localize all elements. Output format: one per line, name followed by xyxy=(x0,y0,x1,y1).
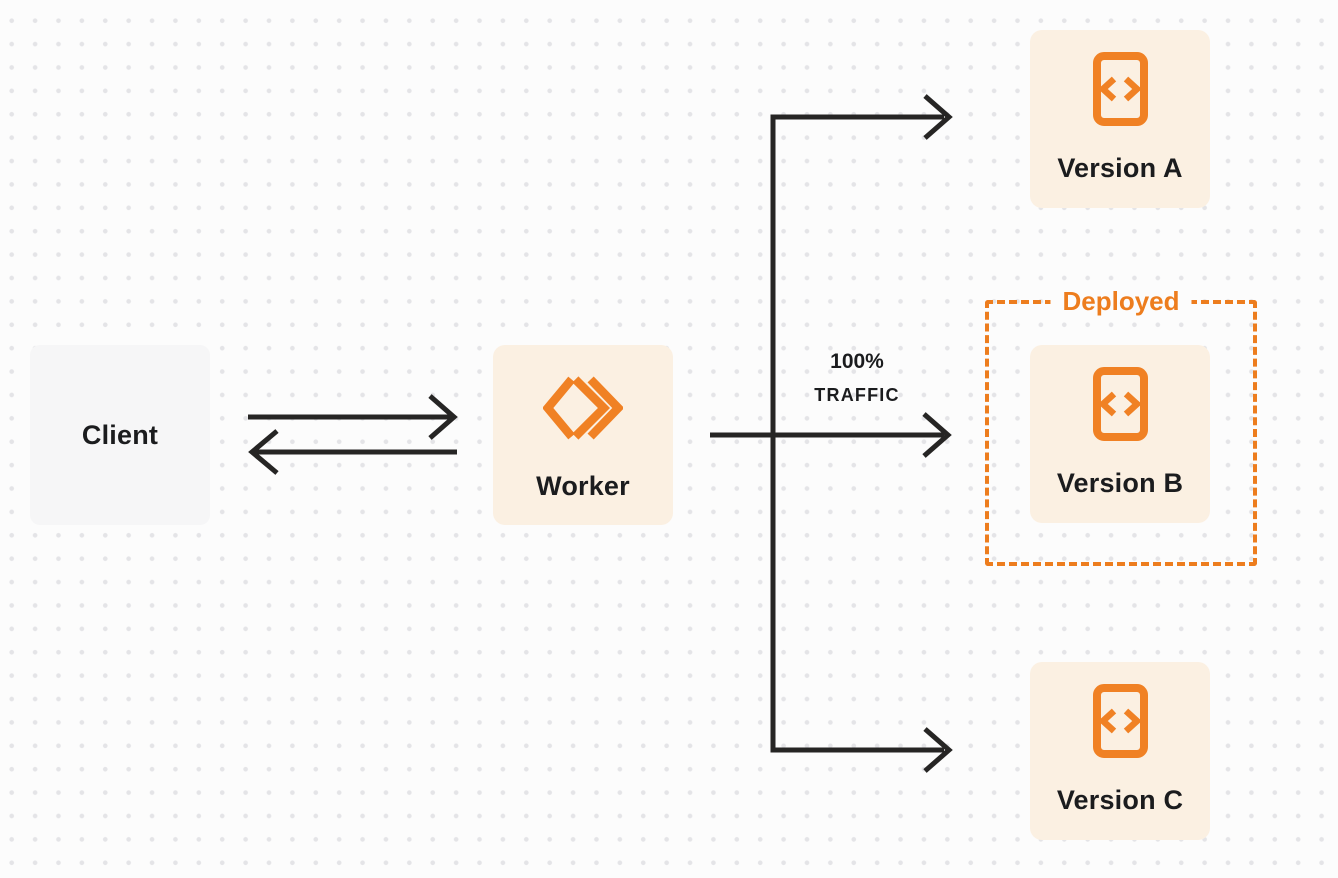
traffic-word: TRAFFIC xyxy=(814,385,900,405)
worker-label: Worker xyxy=(536,471,630,501)
traffic-percent: 100% xyxy=(830,350,884,373)
arrow-client-to-worker xyxy=(248,394,458,440)
version-b-label: Version B xyxy=(1056,468,1184,498)
version-c-node: Version C xyxy=(1030,662,1210,840)
code-file-icon xyxy=(1092,684,1148,758)
arrow-branch-to-version-a-and-c xyxy=(770,94,953,773)
version-b-node: Version B xyxy=(1030,345,1210,523)
traffic-label: 100% TRAFFIC xyxy=(792,350,922,406)
code-file-icon xyxy=(1092,367,1148,441)
version-a-label: Version A xyxy=(1057,153,1183,183)
arrow-worker-to-version-b xyxy=(710,412,952,458)
workers-logo-icon xyxy=(543,376,623,440)
client-label: Client xyxy=(81,419,159,450)
deployed-label: Deployed xyxy=(1050,285,1192,317)
arrow-worker-to-client xyxy=(248,429,457,475)
client-node: Client xyxy=(30,345,210,525)
version-c-label: Version C xyxy=(1056,785,1184,815)
worker-node: Worker xyxy=(493,345,673,525)
version-a-node: Version A xyxy=(1030,30,1210,208)
code-file-icon xyxy=(1092,52,1148,126)
deployed-outline: Deployed xyxy=(985,285,1257,566)
